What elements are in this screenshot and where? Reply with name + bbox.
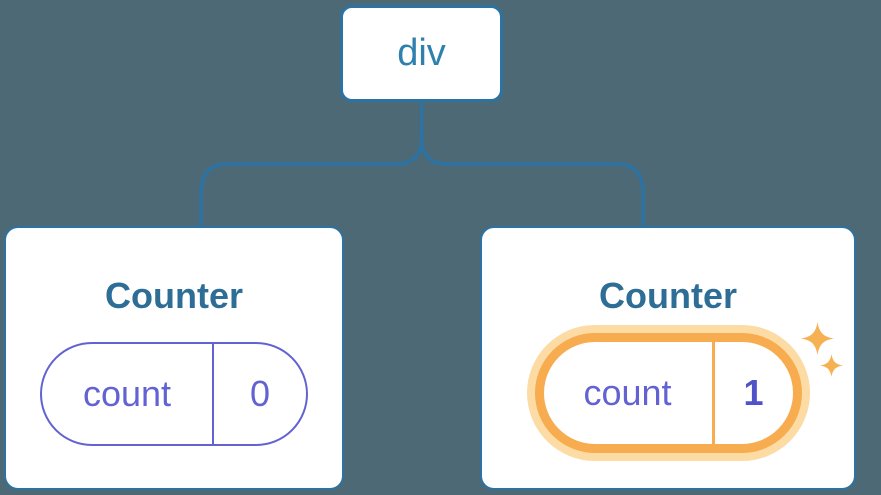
connector-right-branch [419,136,645,229]
pill-divider [212,344,214,444]
sparkle-icon-large [801,322,834,355]
state-value: 0 [249,373,271,414]
root-node-label: div [397,32,446,74]
sparkle-icon-small [820,354,843,377]
component-title-right: Counter [599,275,737,316]
state-key-label: count [583,372,672,413]
connector-left-branch [199,136,424,229]
counter-card-left: Counter count 0 [4,226,344,490]
pill-divider [711,342,715,444]
component-title-left: Counter [105,275,243,316]
state-pill-right-highlighted: count 1 [534,333,802,453]
counter-card-right: Counter count 1 [480,226,856,490]
state-value: 1 [743,372,764,413]
root-node-div: div [340,5,503,102]
state-pill-left: count 0 [40,342,308,446]
state-key-label: count [82,373,172,414]
